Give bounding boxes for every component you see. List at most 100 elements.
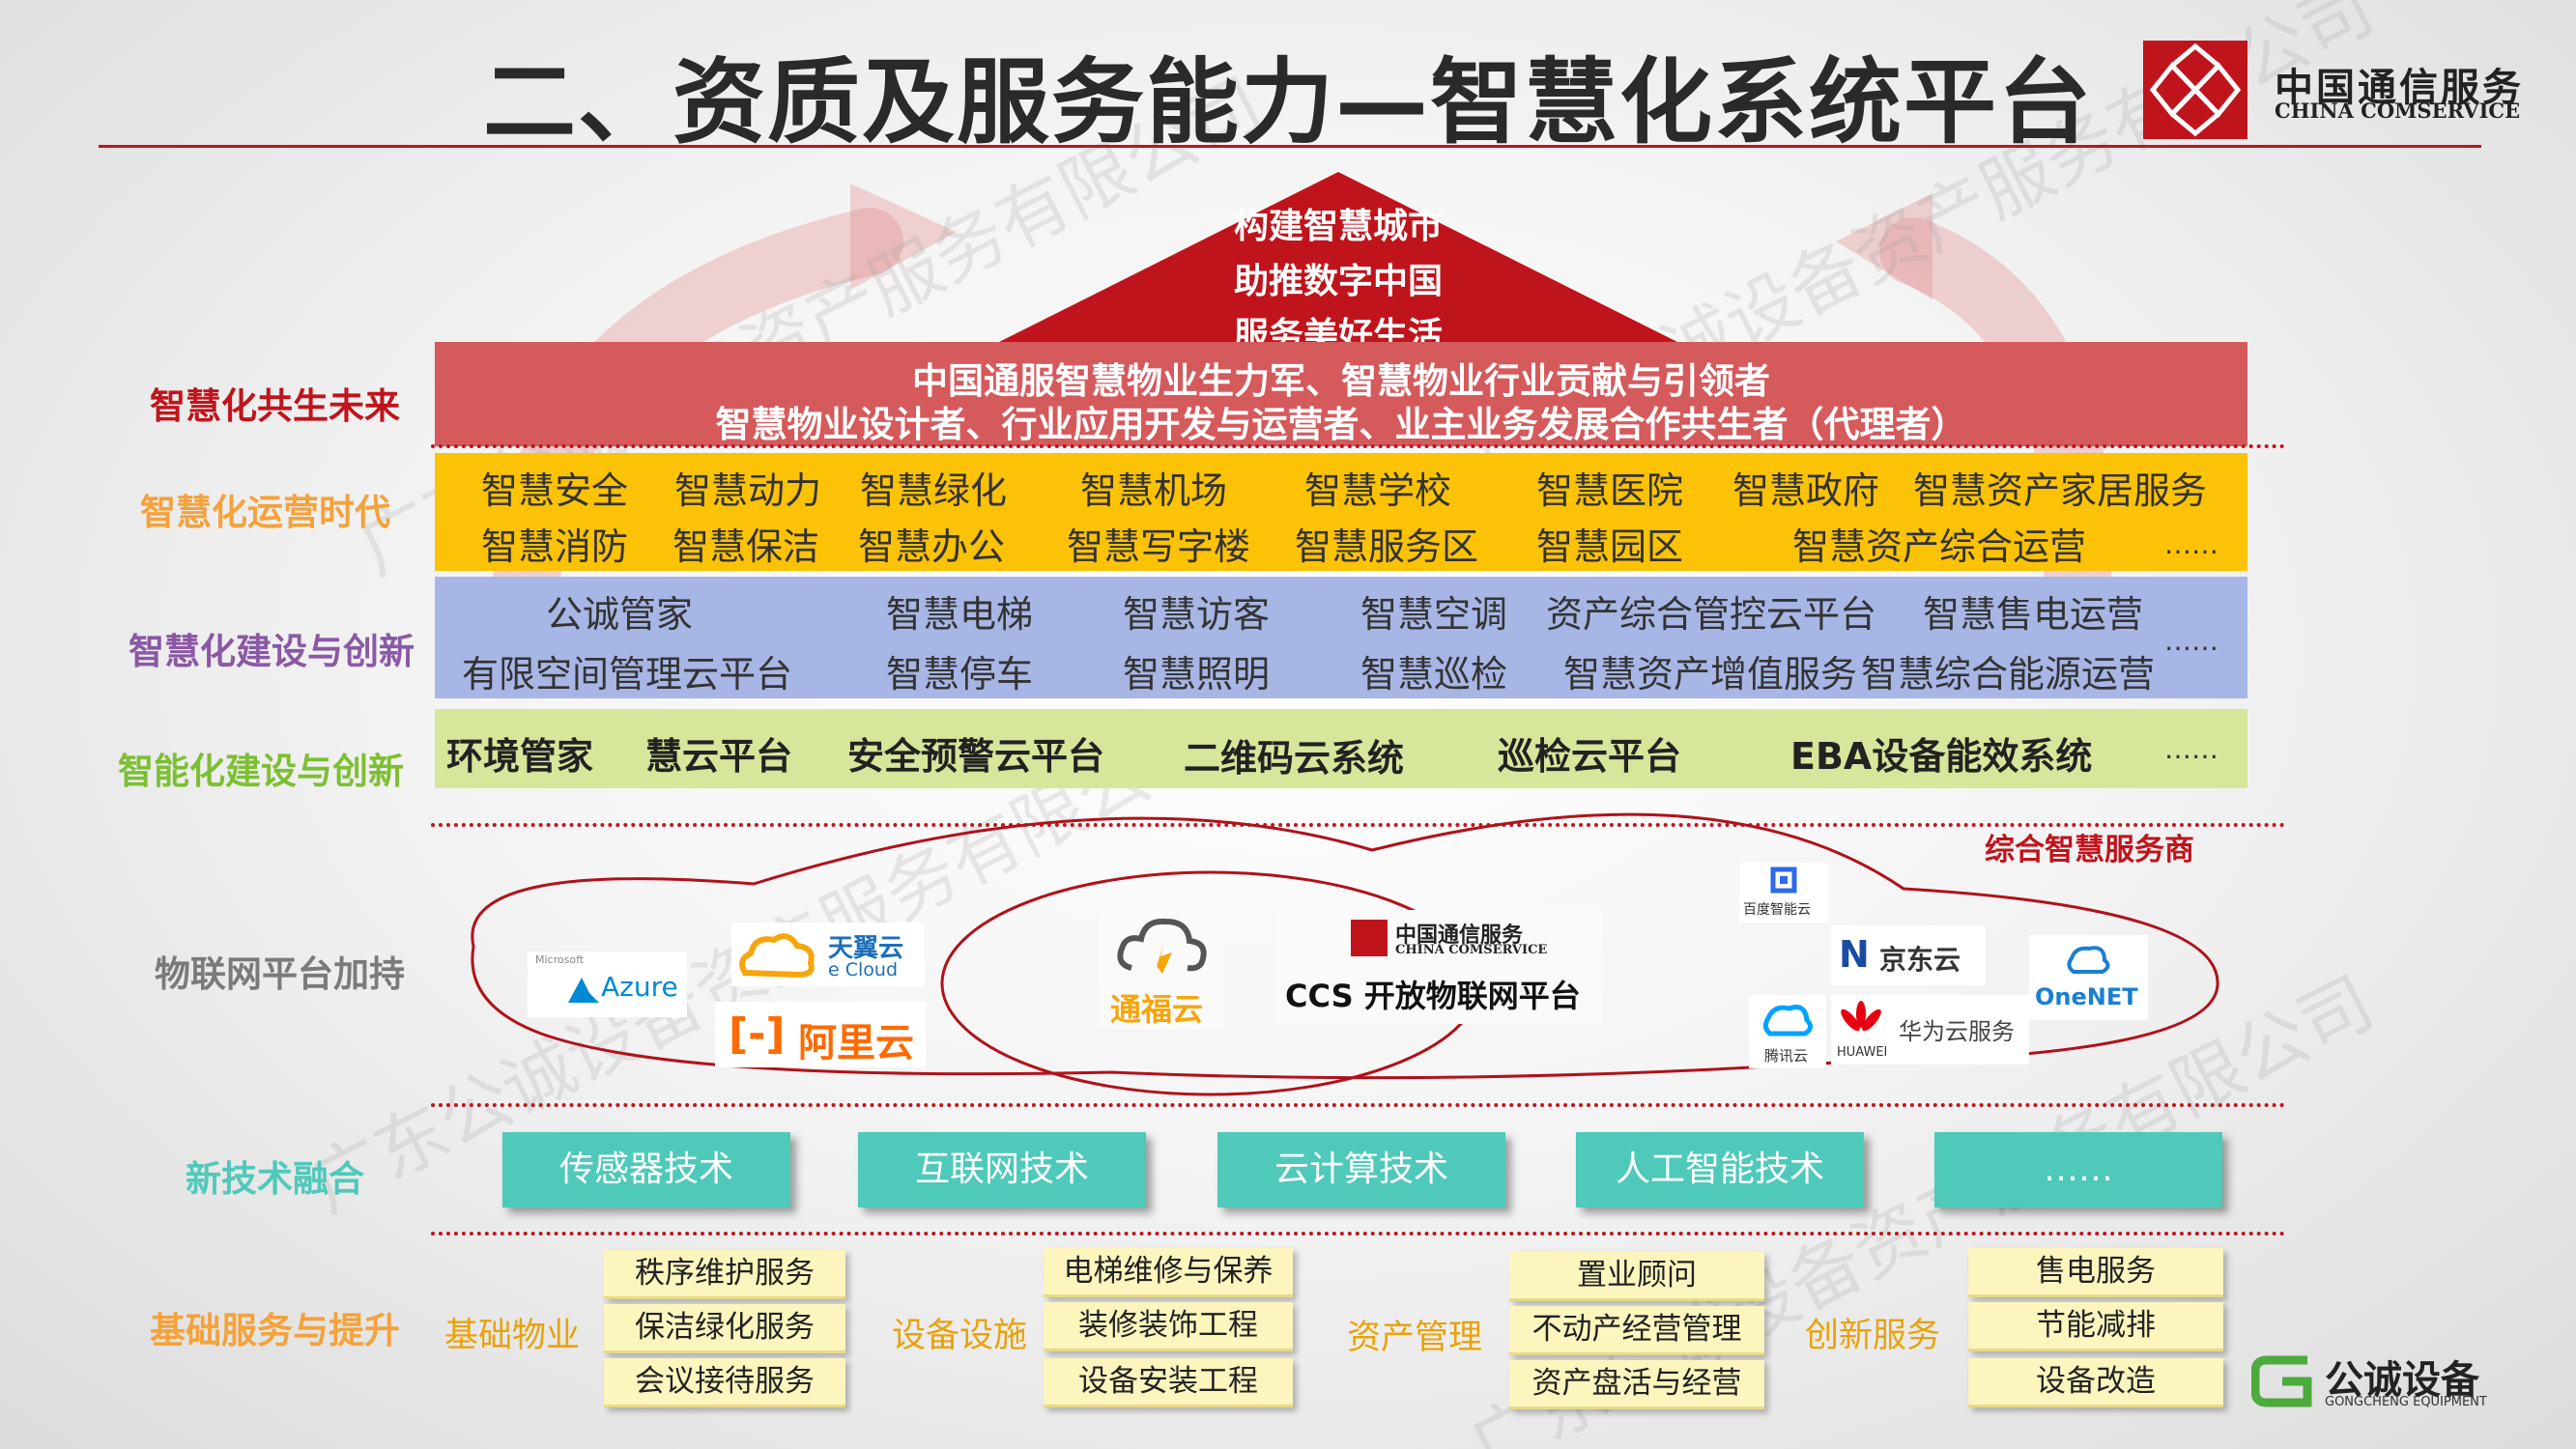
gongcheng-logo-icon bbox=[2251, 1355, 2312, 1407]
service-item: 设备安装工程 bbox=[1044, 1358, 1293, 1407]
service-item: 装修装饰工程 bbox=[1044, 1302, 1293, 1351]
label-operation: 智慧化运营时代 bbox=[140, 492, 390, 533]
operation-item: 智慧学校 bbox=[1304, 469, 1452, 512]
intelligent-item: 慧云平台 bbox=[645, 735, 793, 778]
future-line-1: 中国通服智慧物业生力军、智慧物业行业贡献与引领者 bbox=[912, 360, 1770, 402]
service-item: 置业顾问 bbox=[1509, 1252, 1764, 1301]
service-item: 保洁绿化服务 bbox=[604, 1304, 845, 1353]
intelligent-item: 安全预警云平台 bbox=[847, 735, 1105, 778]
lattice-icon bbox=[2149, 43, 2242, 137]
service-item: 节能减排 bbox=[1968, 1302, 2223, 1351]
operation-item: 智慧安全 bbox=[481, 469, 629, 512]
operation-item: 智慧绿化 bbox=[860, 469, 1008, 512]
operation-item: 智慧消防 bbox=[481, 526, 629, 568]
tech-box: …… bbox=[1934, 1132, 2222, 1208]
baidu-card: 百度智能云 bbox=[1739, 863, 1828, 923]
tongfu-text: 通福云 bbox=[1110, 991, 1204, 1028]
page-title: 二、资质及服务能力—智慧化系统平台 bbox=[483, 48, 2093, 156]
construction-band: 公诚管家 智慧电梯 智慧访客 智慧空调 资产综合管控云平台 智慧售电运营 有限空… bbox=[435, 577, 2247, 698]
operation-item: 智慧政府 bbox=[1732, 469, 1880, 512]
construction-item: 资产综合管控云平台 bbox=[1546, 593, 1877, 636]
service-item: 售电服务 bbox=[1968, 1248, 2223, 1297]
tencent-cloud-icon bbox=[1762, 1005, 1813, 1037]
aliyun-card: [-] 阿里云 bbox=[715, 1002, 926, 1067]
service-item: 秩序维护服务 bbox=[604, 1250, 845, 1299]
construction-item: 智慧空调 bbox=[1360, 593, 1508, 636]
tencent-text: 腾讯云 bbox=[1764, 1047, 1809, 1065]
baidu-text: 百度智能云 bbox=[1743, 902, 1811, 918]
azure-icon bbox=[568, 978, 599, 1003]
intelligent-item: EBA设备能效系统 bbox=[1790, 735, 2093, 778]
footer-logo-en: GONGCHENG EQUIPMENT bbox=[2325, 1395, 2487, 1409]
intelligent-band: 环境管家 慧云平台 安全预警云平台 二维码云系统 巡检云平台 EBA设备能效系统… bbox=[435, 709, 2247, 788]
operation-band: 智慧安全 智慧动力 智慧绿化 智慧机场 智慧学校 智慧医院 智慧政府 智慧资产家… bbox=[435, 453, 2247, 571]
azure-text: Azure bbox=[601, 971, 678, 1003]
title-divider bbox=[99, 145, 2481, 148]
operation-item: 智慧办公 bbox=[858, 526, 1006, 568]
ccs-en-text: CHINA COMSERVICE bbox=[1395, 943, 1548, 957]
construction-item: 智慧停车 bbox=[886, 653, 1034, 696]
tongfu-cloud-icon bbox=[1117, 918, 1207, 974]
construction-item: 智慧巡检 bbox=[1360, 653, 1508, 696]
label-intelligent: 智能化建设与创新 bbox=[118, 751, 404, 792]
jd-logo-icon: N bbox=[1839, 933, 1870, 976]
service-category: 资产管理 bbox=[1347, 1319, 1483, 1357]
footer-logo-cn: 公诚设备 bbox=[2325, 1358, 2479, 1403]
operation-item: 智慧动力 bbox=[674, 469, 822, 512]
operation-item: 智慧园区 bbox=[1536, 526, 1684, 568]
huawei-flower-icon bbox=[1841, 1001, 1881, 1032]
construction-item: 智慧综合能源运营 bbox=[1861, 653, 2156, 696]
operation-item: 智慧服务区 bbox=[1295, 526, 1479, 568]
service-item: 设备改造 bbox=[1968, 1358, 2223, 1407]
logo-text-en: CHINA COMSERVICE bbox=[2275, 99, 2521, 123]
operation-item: 智慧写字楼 bbox=[1067, 526, 1251, 568]
huawei-text: HUAWEI bbox=[1837, 1045, 1888, 1060]
jd-card: N 京东云 bbox=[1831, 925, 1986, 985]
baidu-icon bbox=[1770, 867, 1797, 894]
onenet-text: OneNET bbox=[2035, 983, 2138, 1010]
operation-item: 智慧机场 bbox=[1080, 469, 1228, 512]
jd-text: 京东云 bbox=[1879, 944, 1961, 976]
operation-item: 智慧资产综合运营 bbox=[1792, 526, 2087, 568]
operation-item: 智慧医院 bbox=[1536, 469, 1684, 512]
china-comservice-logo bbox=[2143, 41, 2247, 139]
construction-item: 公诚管家 bbox=[546, 593, 694, 636]
onenet-card: OneNET bbox=[2029, 935, 2148, 1020]
construction-item: 有限空间管理云平台 bbox=[462, 653, 793, 696]
divider-2 bbox=[431, 823, 2286, 827]
tencent-card: 腾讯云 bbox=[1749, 995, 1826, 1068]
construction-item: 智慧电梯 bbox=[886, 593, 1034, 636]
service-category: 创新服务 bbox=[1805, 1317, 1941, 1355]
service-item: 会议接待服务 bbox=[604, 1358, 845, 1407]
tech-box: 传感器技术 bbox=[502, 1132, 790, 1208]
tech-box: 云计算技术 bbox=[1217, 1132, 1505, 1208]
operation-item: 智慧资产家居服务 bbox=[1913, 469, 2208, 512]
label-future: 智慧化共生未来 bbox=[150, 385, 400, 427]
intelligent-item: 二维码云系统 bbox=[1184, 737, 1405, 780]
huaweicloud-text: 华为云服务 bbox=[1899, 1018, 2015, 1045]
pyramid-line-2: 助推数字中国 bbox=[1233, 262, 1443, 301]
aliyun-bracket-icon: [-] bbox=[729, 1009, 786, 1059]
tongfu-card: 通福云 bbox=[1099, 908, 1224, 1029]
intelligent-item: 环境管家 bbox=[446, 735, 594, 778]
operation-item: 智慧保洁 bbox=[673, 526, 820, 568]
service-category: 设备设施 bbox=[892, 1317, 1028, 1355]
operation-more: …… bbox=[2164, 528, 2218, 560]
right-arrow-head bbox=[1836, 193, 1932, 299]
provider-label: 综合智慧服务商 bbox=[1985, 833, 2194, 867]
label-iot: 物联网平台加持 bbox=[155, 953, 405, 995]
huawei-card: HUAWEI 华为云服务 bbox=[1831, 995, 2029, 1065]
label-basic: 基础服务与提升 bbox=[150, 1310, 400, 1351]
service-item: 资产盘活与经营 bbox=[1509, 1360, 1764, 1409]
divider-3 bbox=[431, 1103, 2286, 1107]
ccs-logo-icon bbox=[1351, 920, 1388, 956]
aliyun-text: 阿里云 bbox=[798, 1021, 914, 1065]
future-band: 中国通服智慧物业生力军、智慧物业行业贡献与引领者 智慧物业设计者、行业应用开发与… bbox=[435, 342, 2247, 446]
microsoft-text: Microsoft bbox=[535, 953, 585, 966]
divider-1 bbox=[431, 444, 2286, 448]
left-arrow-head bbox=[850, 184, 957, 290]
construction-more: …… bbox=[2164, 625, 2218, 657]
intelligent-more: …… bbox=[2164, 733, 2218, 765]
outer-ellipse bbox=[471, 812, 2219, 1080]
label-tech: 新技术融合 bbox=[186, 1158, 364, 1200]
